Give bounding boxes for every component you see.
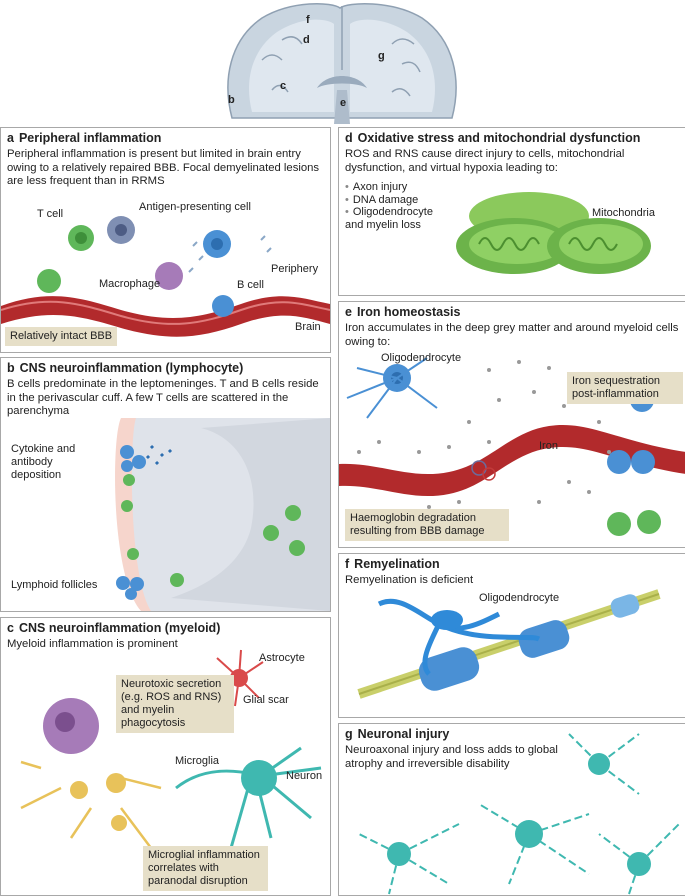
- bullet-item: DNA damage: [345, 194, 445, 207]
- panel-c-description: Myeloid inflammation is prominent: [7, 638, 178, 650]
- neurotoxic-tag: Neurotoxic secretion (e.g. ROS and RNS) …: [116, 675, 234, 733]
- panel-d-description: ROS and RNS cause direct injury to cells…: [345, 148, 625, 174]
- brain-label-c: c: [280, 80, 287, 92]
- panel-a-tag: Relatively intact BBB: [5, 327, 118, 346]
- mito-label: Mitochondria: [592, 207, 655, 219]
- brain-diagram: f d g c b e: [222, 0, 462, 124]
- panel-e-illustration: [339, 357, 685, 536]
- neuron-label: Neuron: [286, 770, 323, 782]
- astrocyte-label: Astrocyte: [259, 652, 305, 664]
- panel-c-illustration: [20, 649, 322, 849]
- panel-g-description: Neuroaxonal injury and loss adds to glob…: [345, 744, 558, 770]
- oligo-label-e: Oligodendrocyte: [381, 352, 462, 364]
- brain-illustration: [227, 2, 457, 124]
- panel-f-illustration: [357, 589, 661, 699]
- panel-b-illustration: [115, 418, 330, 611]
- panel-e-description: Iron accumulates in the deep grey matter…: [345, 322, 679, 348]
- panel-c-tag: Microglial inflammation correlates with …: [143, 846, 268, 891]
- panel-d-bullets: Axon injury DNA damage Oligodendrocyte a…: [345, 181, 445, 231]
- oligo-label-f: Oligodendrocyte: [479, 592, 560, 604]
- haemoglobin-tag: Haemoglobin degradation resulting from B…: [345, 509, 509, 541]
- periphery-label: Periphery: [271, 263, 319, 275]
- panel-d-illustration: [456, 192, 651, 274]
- brain-label-e: e: [340, 97, 347, 109]
- panel-a-illustration: [1, 216, 330, 337]
- panel-f-description: Remyelination is deficient: [345, 574, 474, 586]
- brain-label-f: f: [306, 14, 310, 26]
- iron-sequestration-tag: Iron sequestration post-inflammation: [567, 372, 683, 404]
- panel-b-description: B cells predominate in the leptomeninges…: [7, 378, 319, 417]
- brain-label-g: g: [378, 50, 385, 62]
- b-cell-label: B cell: [237, 279, 264, 291]
- microglia-label: Microglia: [175, 755, 220, 767]
- cytokine-label: Cytokine and antibody deposition: [11, 443, 76, 481]
- macrophage-label: Macrophage: [99, 278, 161, 290]
- brain-label: Brain: [295, 321, 321, 333]
- apc-label: Antigen-presenting cell: [139, 201, 251, 213]
- panel-g-illustration: [358, 733, 680, 895]
- iron-label: Iron: [539, 440, 558, 452]
- brain-label-b: b: [228, 94, 235, 106]
- t-cell-label: T cell: [37, 208, 64, 220]
- bullet-item: Oligodendrocyte and myelin loss: [345, 206, 445, 231]
- glial-scar-label: Glial scar: [243, 694, 289, 706]
- panel-a-description: Peripheral inflammation is present but l…: [7, 148, 320, 187]
- brain-label-d: d: [303, 34, 310, 46]
- bullet-item: Axon injury: [345, 181, 445, 194]
- follicles-label: Lymphoid follicles: [11, 579, 98, 591]
